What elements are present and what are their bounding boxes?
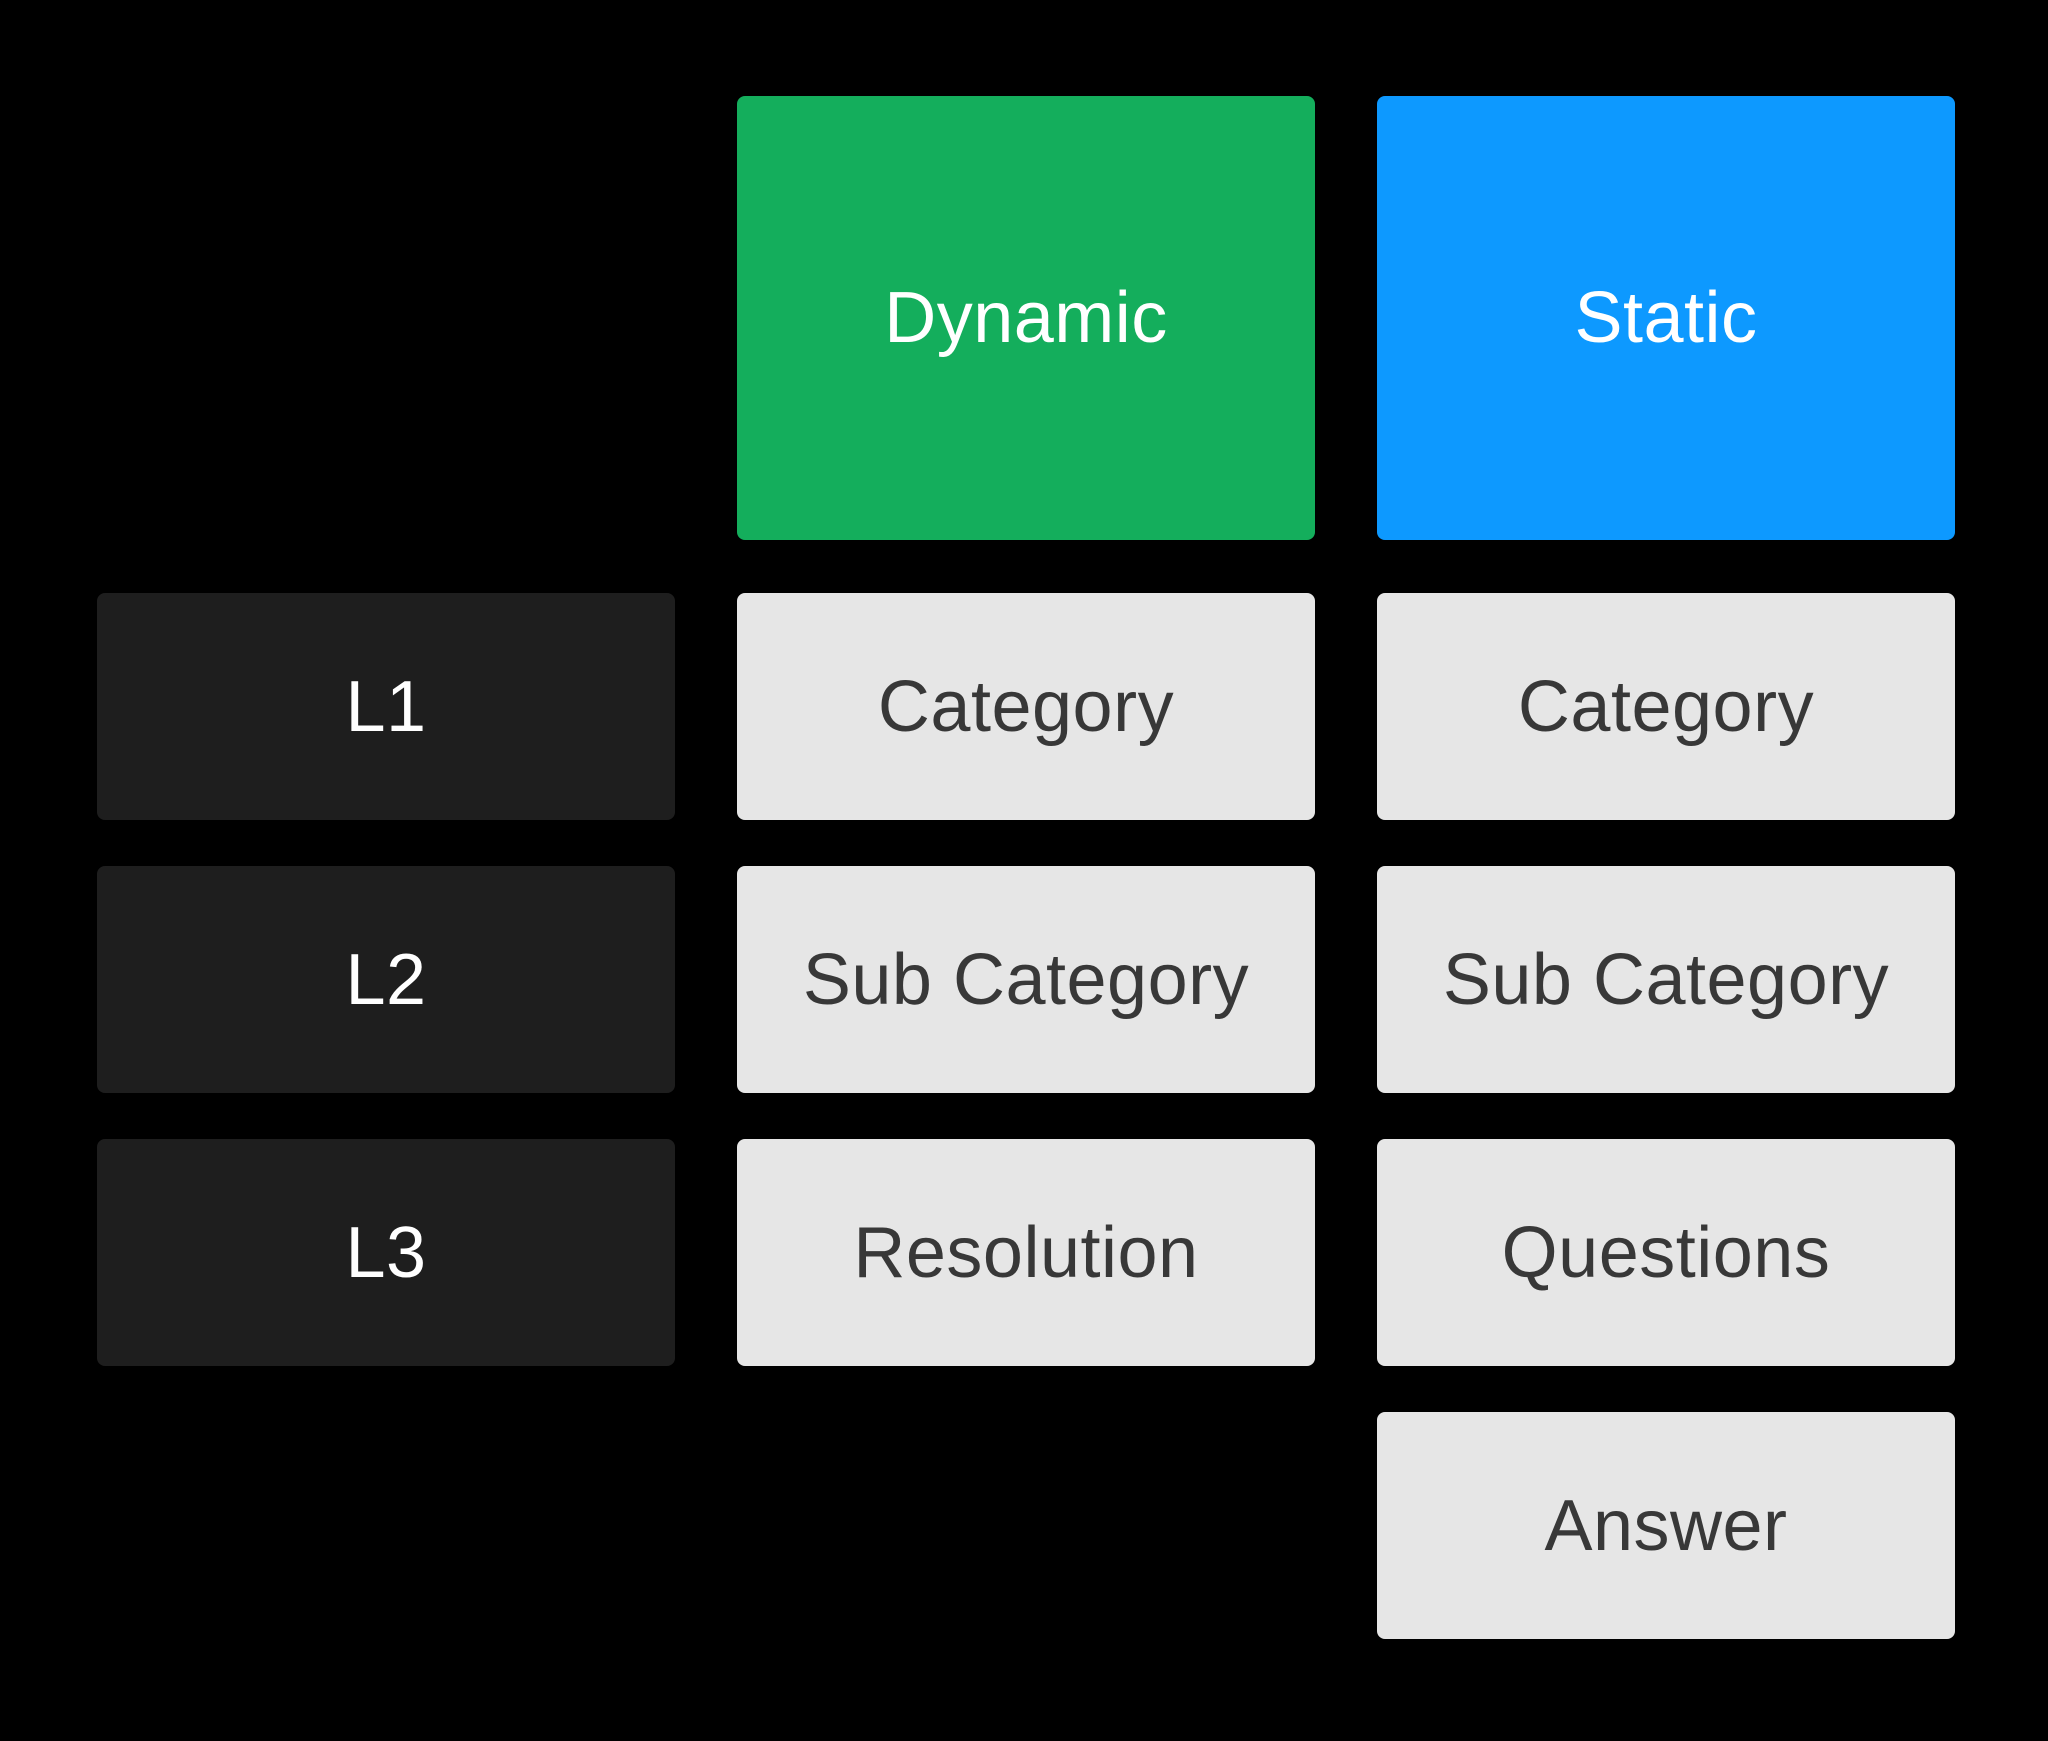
static-cell-answer: Answer [1377, 1412, 1955, 1639]
level-box-l1: L1 [97, 593, 675, 820]
dynamic-cell-category: Category [737, 593, 1315, 820]
dynamic-header: Dynamic [737, 96, 1315, 540]
static-cell-category: Category [1377, 593, 1955, 820]
level-label-l1: L1 [345, 666, 427, 747]
level-label-l2: L2 [345, 939, 427, 1020]
static-cell-category-label: Category [1517, 666, 1815, 747]
dynamic-cell-category-label: Category [877, 666, 1175, 747]
dynamic-cell-sub-category: Sub Category [737, 866, 1315, 1093]
dynamic-cell-resolution-label: Resolution [853, 1212, 1199, 1293]
dynamic-cell-resolution: Resolution [737, 1139, 1315, 1366]
dynamic-cell-sub-category-label: Sub Category [802, 939, 1250, 1020]
static-cell-questions: Questions [1377, 1139, 1955, 1366]
level-box-l2: L2 [97, 866, 675, 1093]
level-label-l3: L3 [345, 1212, 427, 1293]
static-cell-sub-category: Sub Category [1377, 866, 1955, 1093]
static-cell-questions-label: Questions [1501, 1212, 1831, 1293]
static-header: Static [1377, 96, 1955, 540]
dynamic-header-label: Dynamic [884, 278, 1168, 358]
static-cell-sub-category-label: Sub Category [1442, 939, 1890, 1020]
static-header-label: Static [1574, 278, 1758, 358]
static-cell-answer-label: Answer [1544, 1485, 1788, 1566]
level-box-l3: L3 [97, 1139, 675, 1366]
